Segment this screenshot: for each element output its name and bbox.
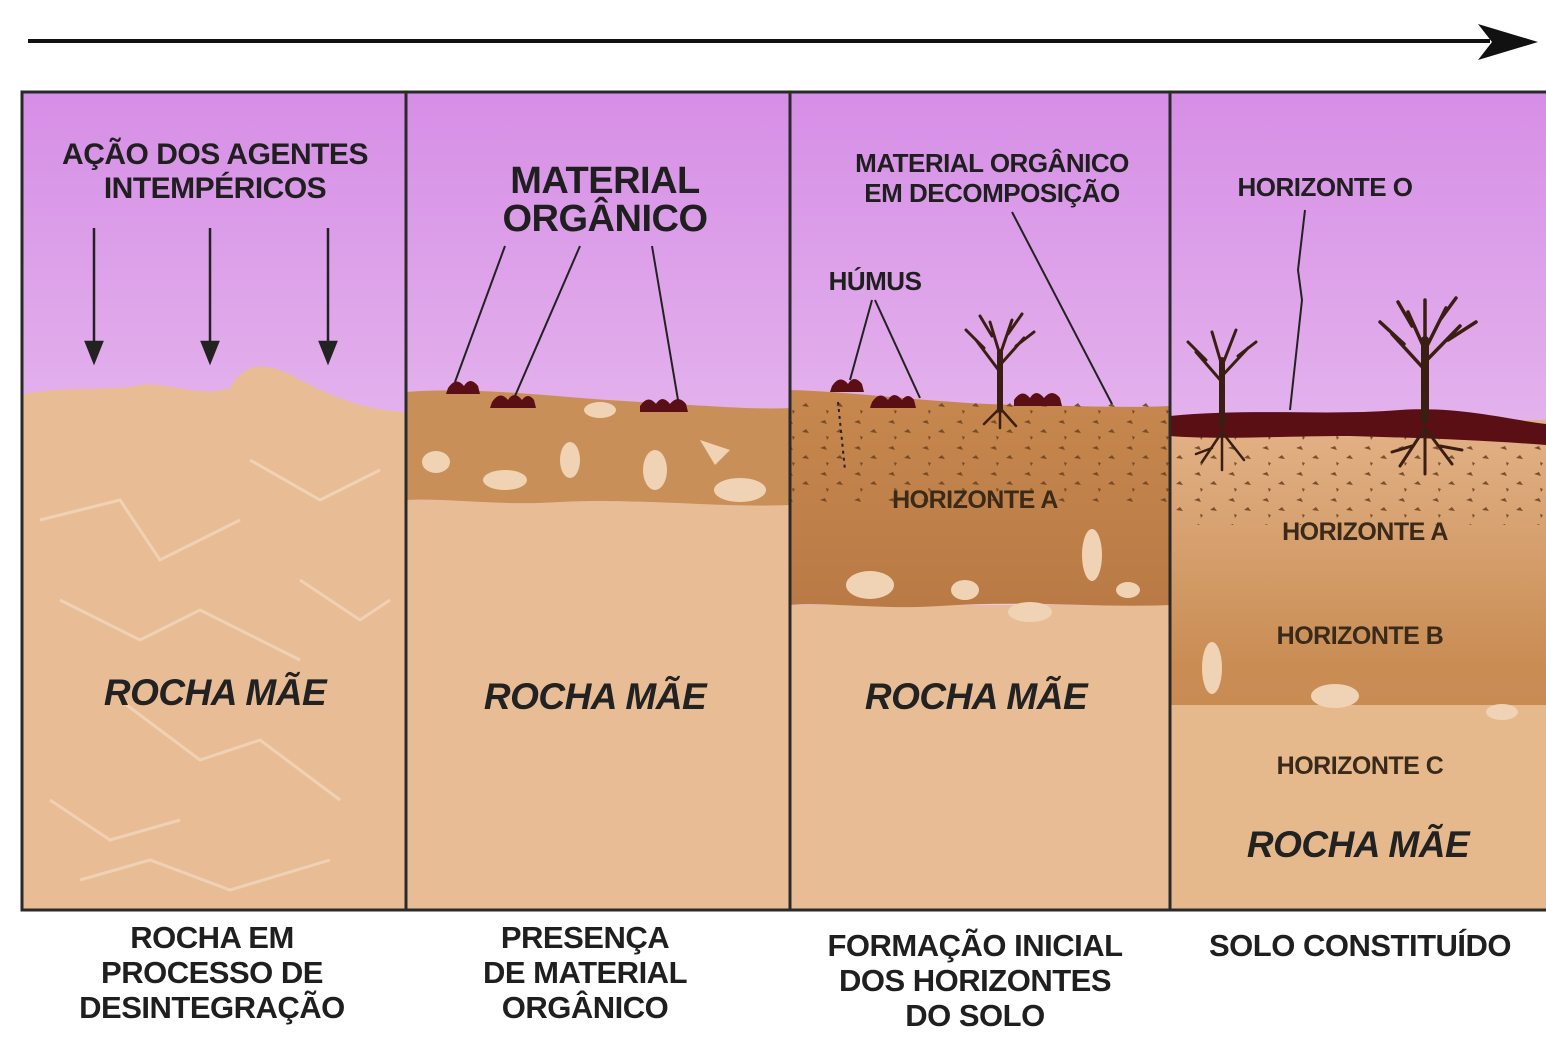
horizon-o-label: HORIZONTE O <box>1237 172 1413 202</box>
panel-4-constituted-soil <box>1170 92 1546 910</box>
tree-right <box>1378 296 1478 476</box>
panel-3-caption: FORMAÇÃO INICIAL DOS HORIZONTES DO SOLO <box>827 928 1123 1033</box>
rock-fragments <box>1202 642 1518 720</box>
panel-4-caption: SOLO CONSTITUÍDO <box>1209 928 1512 963</box>
rock-cracks <box>39 458 391 892</box>
panel-1-rock-disintegration <box>22 92 406 910</box>
weathering-agents-label: AÇÃO DOS AGENTES INTEMPÉRICOS <box>62 138 368 205</box>
time-arrow <box>28 24 1538 60</box>
small-tree <box>964 312 1036 430</box>
horizon-c-label: HORIZONTE C <box>1276 752 1444 780</box>
rock-fragments <box>846 529 1140 622</box>
horizon-b-label: HORIZONTE B <box>1276 622 1444 650</box>
parent-rock-label-4: ROCHA MÃE <box>1246 824 1470 865</box>
parent-rock-label-2: ROCHA MÃE <box>483 676 707 717</box>
tree-left <box>1186 328 1258 472</box>
pointer-lines <box>1289 209 1306 411</box>
parent-rock-label-1: ROCHA MÃE <box>103 672 327 713</box>
organic-material-label: MATERIAL ORGÂNICO <box>502 160 709 240</box>
pointer-lines <box>837 211 1113 471</box>
humus-label: HÚMUS <box>828 266 922 296</box>
panel-3-initial-horizons <box>790 92 1170 910</box>
horizon-a-label-3: HORIZONTE A <box>892 486 1058 514</box>
decomposing-organic-label: MATERIAL ORGÂNICO EM DECOMPOSIÇÃO <box>855 148 1129 208</box>
organic-pointer-lines <box>454 245 679 401</box>
organic-material-clumps <box>446 381 688 412</box>
weathering-arrows <box>84 228 338 366</box>
panel-1-caption: ROCHA EM PROCESSO DE DESINTEGRAÇÃO <box>79 920 345 1025</box>
panel-2-caption: PRESENÇA DE MATERIAL ORGÂNICO <box>482 920 688 1025</box>
humus-clumps <box>830 379 1062 408</box>
horizon-o-layer <box>1170 409 1546 445</box>
panel-2-organic-material <box>406 92 790 910</box>
horizon-a-label-4: HORIZONTE A <box>1282 518 1448 546</box>
rock-fragments <box>422 402 766 502</box>
parent-rock-label-3: ROCHA MÃE <box>864 676 1088 717</box>
panel-frame <box>20 90 1546 912</box>
